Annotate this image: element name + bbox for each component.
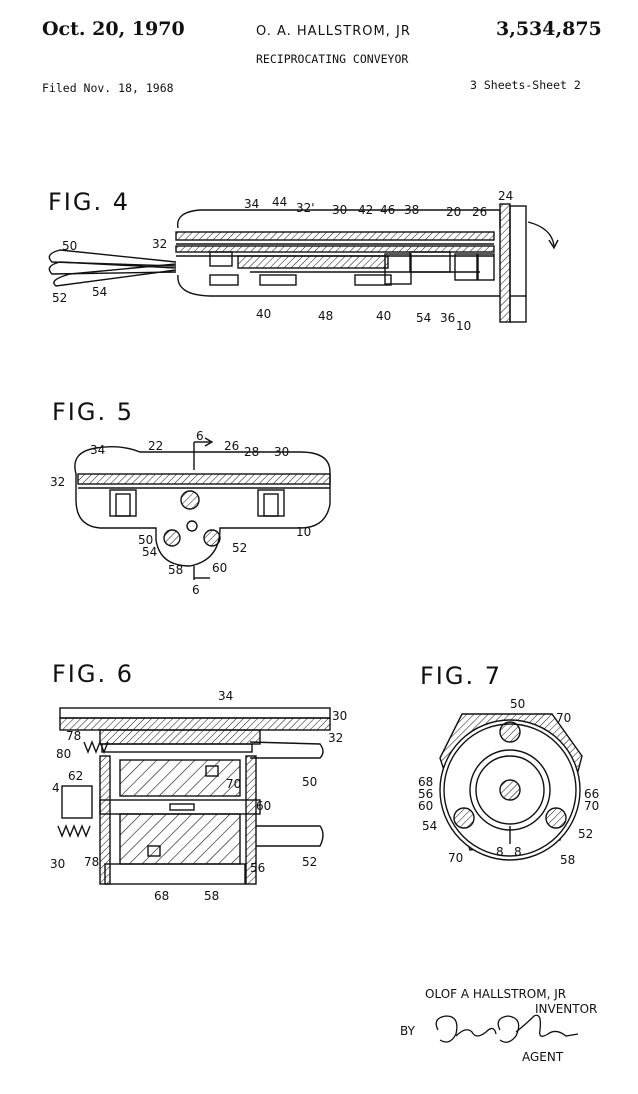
fig6-ref-numeral: 32 bbox=[328, 731, 343, 745]
fig5-ref-numeral: 30 bbox=[274, 445, 289, 459]
fig7-ref-numeral: 52 bbox=[578, 827, 593, 841]
fig5-refs: 6 34 22 26 28 30 32 50 54 52 58 60 10 6 bbox=[50, 429, 311, 597]
fig6-label: FIG. 6 bbox=[52, 660, 135, 688]
fig6-ref-numeral: 68 bbox=[154, 889, 169, 903]
fig6-ref-numeral: 78 bbox=[84, 855, 99, 869]
fig5-ref-numeral: 6 bbox=[196, 429, 204, 443]
fig7-ref-numeral: 58 bbox=[560, 853, 575, 867]
sheet-count: 3 Sheets-Sheet 2 bbox=[470, 78, 581, 92]
fig4-ref-numeral: 36 bbox=[440, 311, 455, 325]
inventor-name: OLOF A HALLSTROM, JR bbox=[425, 987, 567, 1001]
fig4-ref-numeral: 10 bbox=[456, 319, 471, 333]
fig5-drawing bbox=[74, 437, 331, 580]
fig7-ref-numeral: 54 bbox=[422, 819, 437, 833]
fig7-ref-numeral: 68 bbox=[418, 775, 433, 789]
fig7-ref-numeral: 56 bbox=[418, 787, 433, 801]
fig5-ref-numeral: 10 bbox=[296, 525, 311, 539]
fig4-ref-numeral: 38 bbox=[404, 203, 419, 217]
fig7-ref-numeral: 70 bbox=[556, 711, 571, 725]
fig6-refs: 34 30 32 78 80 62 4 70 50 60 30 78 56 52… bbox=[50, 689, 347, 903]
fig6-ref-numeral: 4 bbox=[52, 781, 60, 795]
by-label: BY bbox=[400, 1024, 415, 1038]
fig7-refs: 50 70 68 56 60 66 70 54 52 70 8 8 58 bbox=[418, 697, 599, 867]
fig4-ref-numeral: 48 bbox=[318, 309, 333, 323]
fig6-ref-numeral: 60 bbox=[256, 799, 271, 813]
fig4-ref-numeral: 32' bbox=[296, 201, 315, 215]
fig4-ref-numeral: 44 bbox=[272, 195, 287, 209]
fig7-ref-numeral: 50 bbox=[510, 697, 525, 711]
fig4-ref-numeral: 40 bbox=[256, 307, 271, 321]
agent-role: AGENT bbox=[522, 1050, 564, 1064]
fig4-refs: 34 44 32' 30 42 46 38 20 26 24 50 32 52 … bbox=[52, 189, 513, 333]
fig6-ref-numeral: 70 bbox=[226, 777, 241, 791]
fig4-ref-numeral: 24 bbox=[498, 189, 513, 203]
fig7-drawing bbox=[439, 713, 583, 861]
fig6-ref-numeral: 78 bbox=[66, 729, 81, 743]
fig6-ref-numeral: 30 bbox=[50, 857, 65, 871]
fig4-ref-numeral: 30 bbox=[332, 203, 347, 217]
fig4-ref-numeral: 52 bbox=[52, 291, 67, 305]
fig4-ref-numeral: 54 bbox=[92, 285, 107, 299]
fig6-ref-numeral: 56 bbox=[250, 861, 265, 875]
fig5-ref-numeral: 28 bbox=[244, 445, 259, 459]
fig4-ref-numeral: 40 bbox=[376, 309, 391, 323]
fig5-ref-numeral: 26 bbox=[224, 439, 239, 453]
fig4-drawing bbox=[48, 203, 559, 323]
fig4-ref-numeral: 42 bbox=[358, 203, 373, 217]
inventor-role: INVENTOR bbox=[535, 1002, 598, 1016]
fig5-ref-numeral: 32 bbox=[50, 475, 65, 489]
fig4-ref-numeral: 20 bbox=[446, 205, 461, 219]
fig6-ref-numeral: 80 bbox=[56, 747, 71, 761]
fig5-ref-numeral: 52 bbox=[232, 541, 247, 555]
fig7-ref-numeral: 60 bbox=[418, 799, 433, 813]
fig7-ref-numeral: 70 bbox=[584, 799, 599, 813]
fig6-ref-numeral: 58 bbox=[204, 889, 219, 903]
fig4-ref-numeral: 34 bbox=[244, 197, 259, 211]
fig7-ref-numeral: 8 bbox=[496, 845, 504, 859]
fig7-ref-numeral: 66 bbox=[584, 787, 599, 801]
fig4-ref-numeral: 46 bbox=[380, 203, 395, 217]
agent-signature bbox=[435, 1014, 579, 1043]
fig5-ref-numeral: 22 bbox=[148, 439, 163, 453]
fig4-ref-numeral: 32 bbox=[152, 237, 167, 251]
patent-title: RECIPROCATING CONVEYOR bbox=[256, 52, 409, 66]
fig4-ref-numeral: 54 bbox=[416, 311, 431, 325]
fig7-label: FIG. 7 bbox=[420, 662, 503, 690]
fig5-ref-numeral: 34 bbox=[90, 443, 105, 457]
fig5-label: FIG. 5 bbox=[52, 398, 135, 426]
inventor-name-header: O. A. HALLSTROM, JR bbox=[256, 24, 411, 39]
fig6-ref-numeral: 52 bbox=[302, 855, 317, 869]
filed-date: Filed Nov. 18, 1968 bbox=[42, 81, 174, 95]
fig6-ref-numeral: 34 bbox=[218, 689, 233, 703]
patent-date: Oct. 20, 1970 bbox=[42, 18, 185, 40]
fig7-ref-numeral: 70 bbox=[448, 851, 463, 865]
fig6-drawing bbox=[57, 707, 331, 885]
fig4-label: FIG. 4 bbox=[48, 188, 131, 216]
patent-number: 3,534,875 bbox=[496, 18, 602, 40]
fig5-ref-numeral: 6 bbox=[192, 583, 200, 597]
fig5-ref-numeral: 50 bbox=[138, 533, 153, 547]
fig6-ref-numeral: 30 bbox=[332, 709, 347, 723]
fig6-ref-numeral: 62 bbox=[68, 769, 83, 783]
fig5-ref-numeral: 58 bbox=[168, 563, 183, 577]
fig6-ref-numeral: 50 bbox=[302, 775, 317, 789]
fig5-ref-numeral: 60 bbox=[212, 561, 227, 575]
fig4-ref-numeral: 50 bbox=[62, 239, 77, 253]
fig7-ref-numeral: 8 bbox=[514, 845, 522, 859]
fig4-ref-numeral: 26 bbox=[472, 205, 487, 219]
fig5-ref-numeral: 54 bbox=[142, 545, 157, 559]
